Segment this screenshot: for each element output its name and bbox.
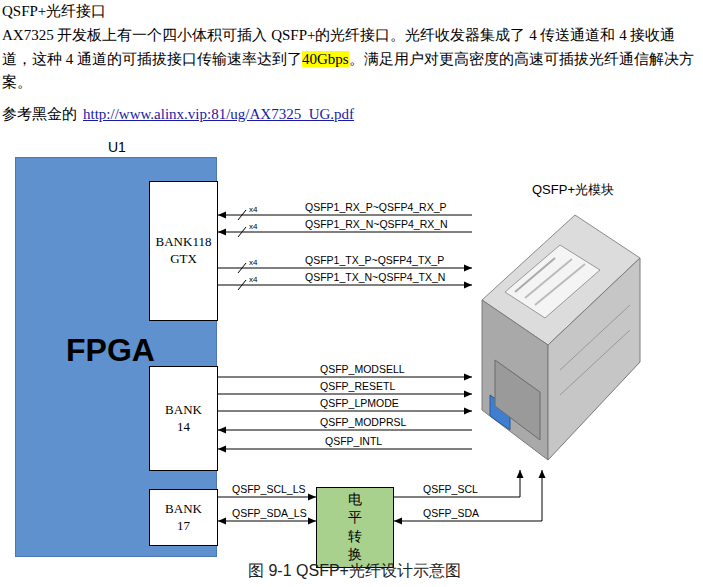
signal-name: QSFP1_TX_P~QSFP4_TX_P (305, 254, 444, 266)
level-shifter-box: 电平转换 (316, 487, 394, 568)
signal-name: QSFP_MODPRSL (320, 416, 406, 428)
qsfp-module-illustration (482, 215, 640, 460)
signal-wire (218, 449, 472, 450)
signal-name: QSFP_SDA (423, 507, 479, 519)
signal-wire (218, 394, 472, 395)
bank-box: BANK 14 (149, 366, 218, 471)
reference-text: 参考黑金的 (2, 106, 77, 122)
signal-wire (218, 430, 472, 431)
signal-name: QSFP_SCL_LS (232, 483, 306, 495)
highlighted-rate: 40Gbps (302, 51, 349, 67)
signal-name: QSFP_LPMODE (320, 397, 399, 409)
sticker-mark (515, 258, 555, 292)
shifter-name: 电平转换 (348, 491, 362, 564)
signal-wire (218, 215, 472, 216)
sticker-mark (525, 259, 572, 298)
signal-name: QSFP_RESETL (320, 380, 395, 392)
bank-name: BANK118 GTX (156, 234, 212, 268)
signal-wire (218, 285, 472, 286)
module-title: QSFP+光模块 (532, 182, 614, 199)
connector-layer (218, 215, 542, 521)
module-sticker (505, 245, 600, 318)
fpga-chip: U1FPGABANK118 GTXBANK 14BANK 17 (15, 157, 217, 557)
signal-wire (394, 470, 542, 521)
bus-width-marks (238, 210, 246, 290)
chip-name: FPGA (66, 330, 155, 372)
signal-name: QSFP1_RX_N~QSFP4_RX_N (305, 218, 448, 230)
module-groove (560, 330, 630, 395)
optical-port (495, 360, 540, 440)
module-front-face (482, 300, 548, 460)
bus-width: x4 (249, 276, 257, 284)
signal-name: QSFP_SCL (423, 483, 478, 495)
signal-name: QSFP_SDA_LS (232, 507, 307, 519)
paragraph: 参考黑金的 http://www.alinx.vip:81/ug/AX7325_U… (2, 103, 700, 127)
bank-name: BANK 17 (165, 501, 202, 535)
signal-name: QSFP_MODSELL (320, 363, 405, 375)
signal-wire (218, 411, 472, 412)
signal-name: QSFP1_TX_N~QSFP4_TX_N (305, 271, 445, 283)
part-designator: U1 (108, 138, 126, 156)
signal-wire (218, 497, 316, 498)
bus-width: x4 (249, 206, 257, 214)
bank-name: BANK 14 (165, 402, 202, 436)
signal-wire (218, 268, 472, 269)
signal-name: QSFP_INTL (325, 435, 382, 447)
signal-wire (394, 470, 520, 497)
signal-wire (218, 232, 472, 233)
signal-name: QSFP1_RX_P~QSFP4_RX_P (305, 201, 447, 213)
bank-box: BANK118 GTX (149, 181, 218, 321)
qsfp-module: QSFP+光模块 (472, 180, 642, 470)
bus-width: x4 (249, 223, 257, 231)
sticker-mark (535, 264, 585, 305)
signal-wire (218, 521, 316, 522)
section-heading: QSFP+光纤接口 (2, 0, 700, 22)
paragraph: AX7325 开发板上有一个四小体积可插入 QSFP+的光纤接口。光纤收发器集成… (2, 24, 700, 95)
signal-wire (218, 377, 472, 378)
document-text: QSFP+光纤接口AX7325 开发板上有一个四小体积可插入 QSFP+的光纤接… (2, 0, 700, 126)
module-groove (560, 305, 630, 370)
bank-box: BANK 17 (149, 489, 218, 546)
reference-link: http://www.alinx.vip:81/ug/AX7325_UG.pdf (83, 106, 354, 122)
bus-width: x4 (249, 259, 257, 267)
figure-caption: 图 9-1 QSFP+光纤设计示意图 (248, 561, 461, 582)
